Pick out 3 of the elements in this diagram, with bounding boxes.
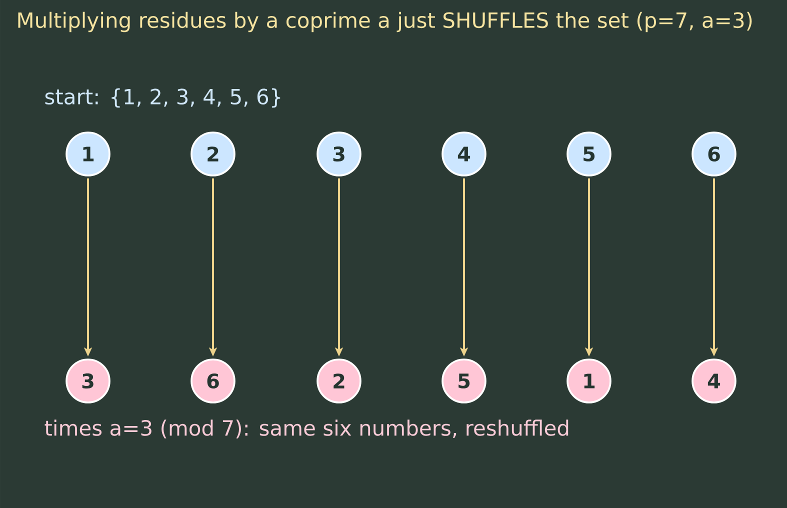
title: Multiplying residues by a coprime a just SHUFFLES the set (p=7, a=3): [18, 12, 752, 32]
row-label: start: {1, 2, 3, 4, 5, 6}: [45, 88, 280, 108]
row-label: times a=3 (mod 7): same six numbers, reshuffled: [44, 420, 568, 438]
